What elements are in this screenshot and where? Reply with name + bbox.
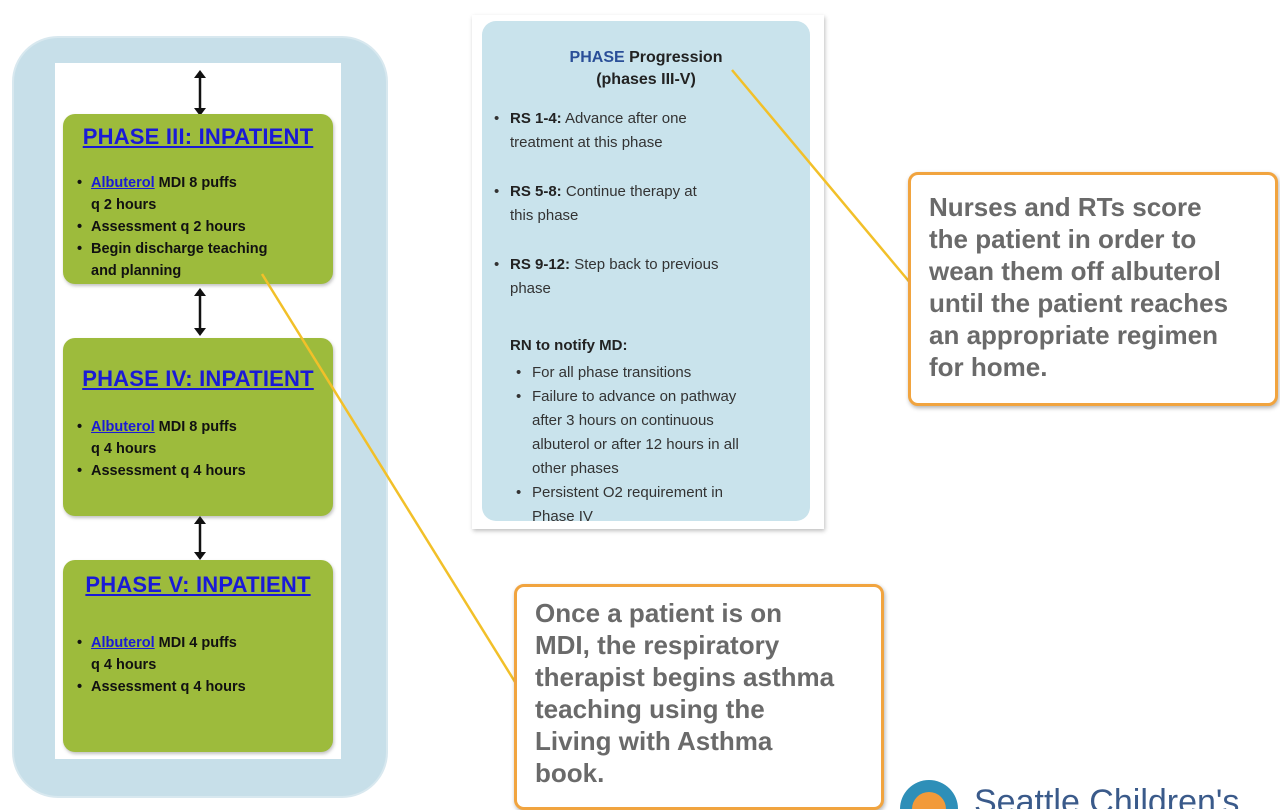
item-text: Assessment q 4 hours <box>91 679 246 695</box>
notify-list: For all phase transitions Failure to adv… <box>516 361 802 529</box>
list-item: Albuterol MDI 8 puffs q 4 hours <box>73 416 329 460</box>
item-text: Phase IV <box>532 508 593 525</box>
item-text: Assessment q 2 hours <box>91 219 246 235</box>
phase-title[interactable]: PHASE III: INPATIENT <box>82 124 314 149</box>
seattle-childrens-logo: Seattle Children's <box>900 780 1280 809</box>
phase-box-4: PHASE IV: INPATIENT Albuterol MDI 8 puff… <box>63 338 333 516</box>
list-item: Persistent O2 requirement in Phase IV <box>516 481 802 529</box>
list-item: Begin discharge teaching and planning <box>73 238 329 282</box>
phase-items: Albuterol MDI 8 puffs q 4 hours Assessmen… <box>73 416 329 482</box>
callout-text: Nurses and RTs score the patient in orde… <box>929 191 1228 383</box>
callout-line: Living with Asthma <box>535 726 773 756</box>
rule-text: this phase <box>510 207 579 224</box>
callout-line: book. <box>535 758 605 788</box>
title-rest: Progression <box>624 49 723 66</box>
phase-progression-card: PHASE Progression (phases III-V) •RS 1-4… <box>472 15 824 529</box>
item-text: Assessment q 4 hours <box>91 463 246 479</box>
callout-line: Once a patient is on <box>535 598 783 628</box>
item-text: and planning <box>91 263 182 279</box>
callout-line: for home. <box>929 352 1048 382</box>
rule-label: RS 1-4: <box>510 110 562 127</box>
phase-box-5: PHASE V: INPATIENT Albuterol MDI 4 puffs… <box>63 560 333 752</box>
item-text: albuterol or after 12 hours in all <box>532 436 739 453</box>
title-word: PHASE <box>569 49 625 66</box>
albuterol-link[interactable]: Albuterol <box>91 635 155 651</box>
phase-items: Albuterol MDI 8 puffs q 2 hours Assessmen… <box>73 172 329 282</box>
rule-text: phase <box>510 280 551 297</box>
double-arrow-icon <box>194 288 206 336</box>
callout-mdi-teaching: Once a patient is on MDI, the respirator… <box>514 584 884 810</box>
item-text: For all phase transitions <box>532 364 692 381</box>
callout-line: MDI, the respiratory <box>535 630 780 660</box>
phase-items: Albuterol MDI 4 puffs q 4 hours Assessmen… <box>73 632 329 698</box>
item-text: other phases <box>532 460 619 477</box>
logo-mark-icon <box>900 780 958 809</box>
logo-text: Seattle Children's <box>974 783 1240 809</box>
list-item: Assessment q 4 hours <box>73 676 329 698</box>
list-item: Assessment q 4 hours <box>73 460 329 482</box>
albuterol-link[interactable]: Albuterol <box>91 175 155 191</box>
item-text: q 2 hours <box>91 197 157 213</box>
item-text: MDI 8 puffs <box>154 419 237 435</box>
rule-text: Continue therapy at <box>561 183 697 200</box>
item-text: MDI 4 puffs <box>154 635 237 651</box>
item-text: Persistent O2 requirement in <box>532 484 723 501</box>
phase-box-3: PHASE III: INPATIENT Albuterol MDI 8 puf… <box>63 114 333 284</box>
rule-text: treatment at this phase <box>510 134 663 151</box>
progression-subtitle: (phases III-V) <box>596 71 696 88</box>
item-text: Begin discharge teaching <box>91 241 268 257</box>
item-text: Failure to advance on pathway <box>532 388 737 405</box>
phase-progression-panel: PHASE Progression (phases III-V) •RS 1-4… <box>482 21 810 525</box>
phase-title[interactable]: PHASE V: INPATIENT <box>85 572 311 597</box>
list-item: Albuterol MDI 8 puffs q 2 hours <box>73 172 329 216</box>
callout-text: Once a patient is on MDI, the respirator… <box>535 597 834 789</box>
double-arrow-icon <box>194 516 206 560</box>
item-text: MDI 8 puffs <box>154 175 237 191</box>
list-item: Assessment q 2 hours <box>73 216 329 238</box>
rule-text: Advance after one <box>561 110 687 127</box>
callout-line: wean them off albuterol <box>929 256 1221 286</box>
callout-line: teaching using the <box>535 694 765 724</box>
albuterol-link[interactable]: Albuterol <box>91 419 155 435</box>
list-item: Failure to advance on pathway after 3 hou… <box>516 385 802 481</box>
notify-heading: RN to notify MD: <box>510 337 628 354</box>
item-text: q 4 hours <box>91 441 157 457</box>
double-arrow-icon <box>194 70 206 116</box>
callout-line: Nurses and RTs score <box>929 192 1202 222</box>
item-text: q 4 hours <box>91 657 157 673</box>
rule-label: RS 5-8: <box>510 183 562 200</box>
rule-text: Step back to previous <box>570 256 719 273</box>
item-text: after 3 hours on continuous <box>532 412 714 429</box>
progression-title: PHASE Progression (phases III-V) <box>482 47 810 91</box>
callout-nurses-score: Nurses and RTs score the patient in orde… <box>908 172 1278 406</box>
callout-line: an appropriate regimen <box>929 320 1218 350</box>
callout-line: until the patient reaches <box>929 288 1229 318</box>
rule-label: RS 9-12: <box>510 256 571 273</box>
list-item: Albuterol MDI 4 puffs q 4 hours <box>73 632 329 676</box>
phase-title[interactable]: PHASE IV: INPATIENT <box>82 366 314 391</box>
callout-line: therapist begins asthma <box>535 662 835 692</box>
list-item: For all phase transitions <box>516 361 802 385</box>
callout-line: the patient in order to <box>929 224 1197 254</box>
